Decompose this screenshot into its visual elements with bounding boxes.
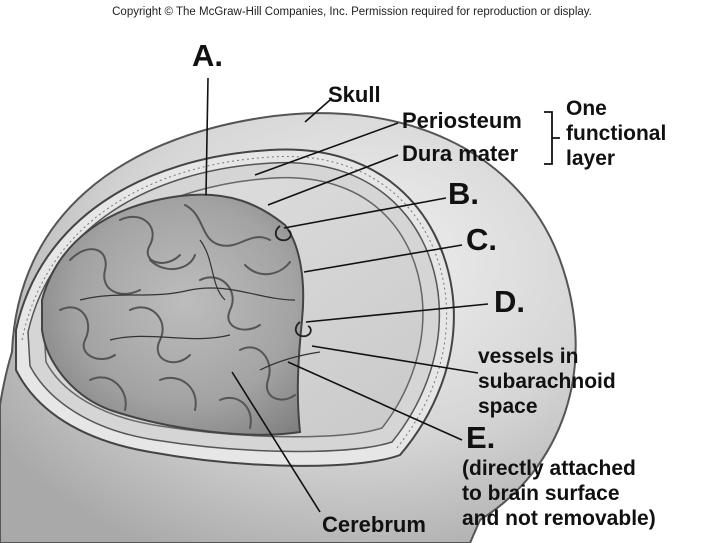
label-a: A. xyxy=(192,38,223,73)
vessels-line-3: space xyxy=(478,395,538,418)
leader-periosteum xyxy=(254,122,399,176)
leader-a xyxy=(205,77,209,196)
label-e-note: (directly attached to brain surface and … xyxy=(462,456,656,531)
leader-cerebrum xyxy=(231,371,321,513)
vessel-symbol-b xyxy=(274,225,292,242)
sulci-lines xyxy=(59,204,296,429)
cerebrum-surface xyxy=(41,193,305,436)
leader-vessels xyxy=(311,345,479,374)
vessels-line-1: vessels in xyxy=(478,345,579,368)
bone-texture xyxy=(21,155,448,450)
label-e: E. xyxy=(466,420,496,455)
leader-skull xyxy=(304,99,331,123)
e-note-line-1: (directly attached xyxy=(462,457,636,480)
label-dura-mater: Dura mater xyxy=(402,141,519,166)
leader-d xyxy=(305,303,489,323)
functional-layer-line-1: One xyxy=(566,97,607,120)
leader-b xyxy=(283,197,447,229)
copyright-notice: Copyright © The McGraw-Hill Companies, I… xyxy=(112,6,592,18)
leader-e xyxy=(287,361,463,441)
leader-dura xyxy=(267,154,399,206)
vessel-symbol-d xyxy=(294,321,312,338)
leader-lines xyxy=(205,77,489,513)
label-cerebrum: Cerebrum xyxy=(322,512,426,537)
label-periosteum: Periosteum xyxy=(402,108,522,133)
e-note-line-2: to brain surface xyxy=(462,482,620,505)
label-skull: Skull xyxy=(328,82,381,107)
bracket xyxy=(544,111,560,165)
surface-vessels xyxy=(79,239,321,371)
label-d: D. xyxy=(494,284,525,319)
label-c: C. xyxy=(466,222,497,257)
functional-layer-line-2: functional xyxy=(566,122,667,145)
label-vessels-subarachnoid: vessels in subarachnoid space xyxy=(478,344,616,419)
vessels-line-2: subarachnoid xyxy=(478,370,616,393)
label-b: B. xyxy=(448,176,479,211)
functional-layer-line-3: layer xyxy=(566,147,616,170)
label-one-functional-layer: One functional layer xyxy=(566,96,666,171)
e-note-line-3: and not removable) xyxy=(462,507,656,530)
leader-c xyxy=(303,244,463,273)
